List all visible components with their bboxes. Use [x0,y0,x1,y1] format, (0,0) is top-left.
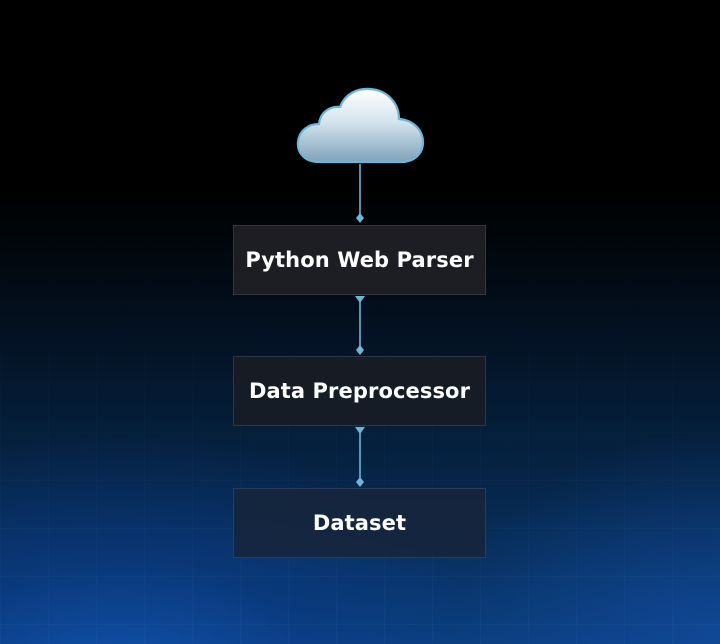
node-label: Data Preprocessor [248,379,471,403]
cloud-icon [296,87,425,164]
edge-end-marker [356,213,364,223]
node-dataset: Dataset [233,488,486,558]
edge-start-marker [355,427,365,434]
node-data-preprocessor: Data Preprocessor [233,356,486,426]
edge-end-marker [356,477,364,487]
node-label: Python Web Parser [245,248,474,272]
node-python-web-parser: Python Web Parser [233,225,486,295]
edge-end-marker [356,345,364,355]
edge-start-marker [355,296,365,303]
node-label: Dataset [312,511,407,535]
